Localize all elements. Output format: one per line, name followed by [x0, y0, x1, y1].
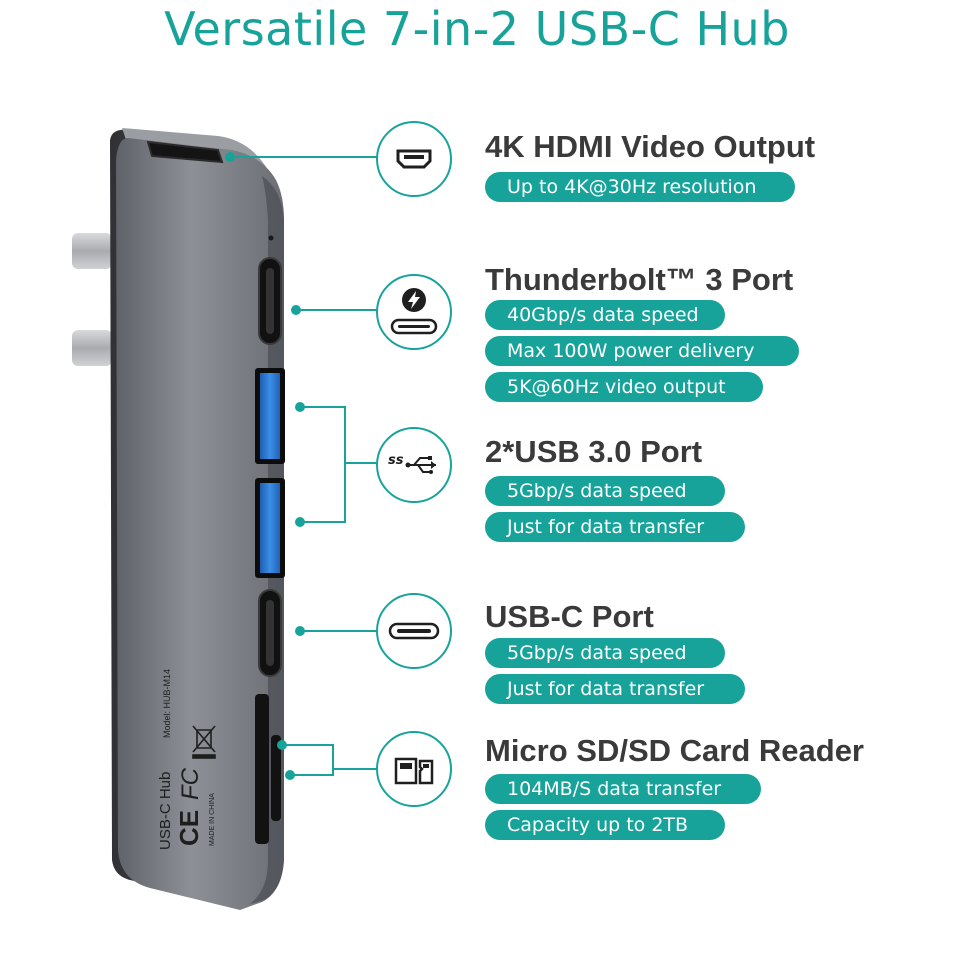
- spec-card-transfer: 104MB/S data transfer: [485, 774, 761, 804]
- feature-title-hdmi: 4K HDMI Video Output: [485, 129, 816, 164]
- connector-sd: [282, 744, 378, 776]
- hdmi-port: [146, 140, 224, 164]
- usb-superspeed-icon: ss: [376, 427, 452, 503]
- usb-c-plug-top: [72, 233, 112, 269]
- spec-thunderbolt-video: 5K@60Hz video output: [485, 372, 763, 402]
- sd-card-icon: [376, 731, 452, 807]
- hub-model-label: Model: HUB-M14: [162, 669, 172, 738]
- weee-icon: [192, 725, 216, 759]
- spec-thunderbolt-power: Max 100W power delivery: [485, 336, 799, 366]
- spec-card-capacity: Capacity up to 2TB: [485, 810, 725, 840]
- spec-thunderbolt-speed: 40Gbp/s data speed: [485, 300, 725, 330]
- thunderbolt-icon: [376, 274, 452, 350]
- page-title: Versatile 7-in-2 USB-C Hub: [164, 2, 790, 56]
- usb-c-plug-bottom: [72, 330, 112, 366]
- feature-title-usb3: 2*USB 3.0 Port: [485, 434, 703, 469]
- hub-front-face: [116, 138, 284, 910]
- spec-usb-c-data: Just for data transfer: [485, 674, 745, 704]
- spec-hdmi-resolution: Up to 4K@30Hz resolution: [485, 172, 795, 202]
- connector-usb3: [300, 406, 378, 523]
- spec-usb3-speed: 5Gbp/s data speed: [485, 476, 725, 506]
- ce-mark: CE: [174, 810, 204, 846]
- spec-usb3-data: Just for data transfer: [485, 512, 745, 542]
- feature-title-card-reader: Micro SD/SD Card Reader: [485, 733, 864, 768]
- hub-name-label: USB-C Hub: [157, 772, 174, 850]
- feature-title-thunderbolt: Thunderbolt™ 3 Port: [485, 262, 794, 297]
- fcc-mark: FC: [177, 767, 204, 800]
- micro-sd-slot: [271, 735, 281, 821]
- superspeed-label: ss: [388, 453, 404, 468]
- spec-usb-c-speed: 5Gbp/s data speed: [485, 638, 725, 668]
- feature-title-usb-c: USB-C Port: [485, 599, 654, 634]
- hdmi-port-icon: [376, 121, 452, 197]
- origin-label: MADE IN CHINA: [209, 793, 216, 846]
- usb-c-port-icon: [376, 593, 452, 669]
- status-led: [268, 235, 274, 241]
- sd-card-slot: [255, 694, 269, 844]
